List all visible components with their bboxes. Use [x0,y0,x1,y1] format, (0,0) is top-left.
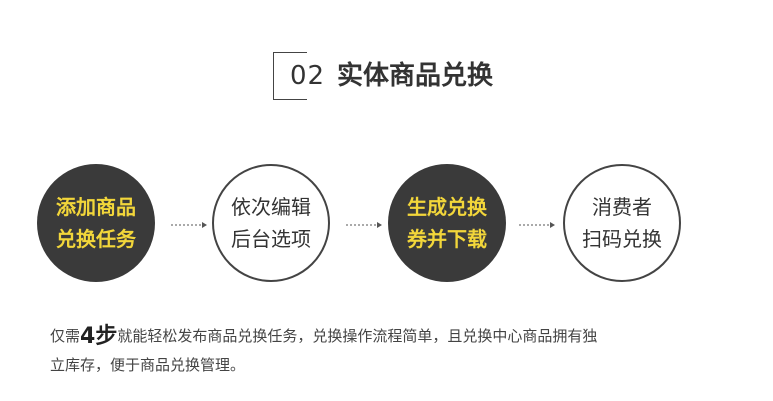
step-1-circle: 添加商品 兑换任务 [37,164,155,282]
step-4-line1: 消费者 [592,195,652,219]
description-paragraph: 仅需4步就能轻松发布商品兑换任务，兑换操作流程简单，且兑换中心商品拥有独 立库存… [50,322,730,379]
arrow-right-icon [519,222,555,228]
description-prefix: 仅需 [50,327,81,345]
step-4-line2: 扫码兑换 [582,227,662,251]
description-highlight: 4步 [80,324,118,349]
step-1-line2: 兑换任务 [56,227,136,251]
section-number: 02 [290,61,326,91]
step-3-line1: 生成兑换 [407,195,487,219]
description-line2: 立库存，便于商品兑换管理。 [50,356,246,374]
step-2-circle: 依次编辑 后台选项 [212,164,330,282]
step-3-line2: 券并下载 [407,227,487,251]
step-3-circle: 生成兑换 券并下载 [388,164,506,282]
arrow-right-icon [171,222,207,228]
step-4-circle: 消费者 扫码兑换 [563,164,681,282]
arrow-right-icon [346,222,382,228]
description-line1: 就能轻松发布商品兑换任务，兑换操作流程简单，且兑换中心商品拥有独 [117,327,598,345]
step-2-line2: 后台选项 [231,227,311,251]
title-bracket-decoration [273,52,307,100]
step-1-line1: 添加商品 [56,195,136,219]
section-heading: 实体商品兑换 [337,61,494,91]
step-2-line1: 依次编辑 [231,195,311,219]
